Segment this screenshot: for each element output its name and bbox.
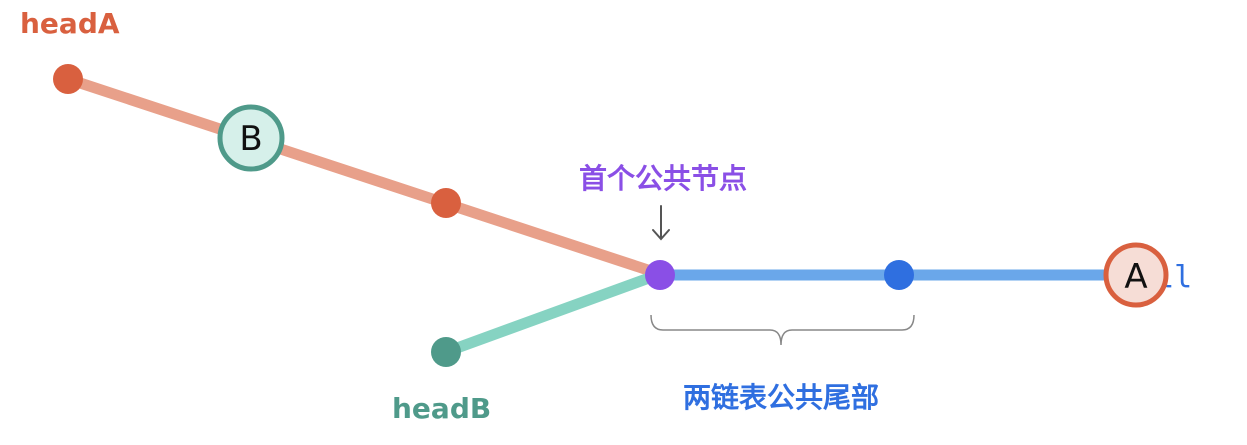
pointer-b-label: B	[239, 119, 262, 159]
common-tail-node	[884, 260, 914, 290]
common-tail-label: 两链表公共尾部	[683, 381, 879, 414]
first-common-node-label: 首个公共节点	[579, 162, 747, 195]
down-arrow-icon	[652, 205, 670, 241]
head-b-label: headB	[392, 392, 491, 425]
first-common-node	[645, 260, 675, 290]
list-a-node	[53, 64, 83, 94]
pointer-b: B	[217, 104, 285, 172]
list-b-edge	[440, 268, 666, 358]
list-a-node	[431, 188, 461, 218]
pointer-a-label: A	[1124, 257, 1147, 297]
pointer-a: A	[1103, 242, 1169, 308]
list-a-edge	[62, 73, 666, 280]
list-b-node	[431, 337, 461, 367]
head-a-label: headA	[20, 7, 120, 40]
common-tail-brace	[650, 314, 915, 346]
